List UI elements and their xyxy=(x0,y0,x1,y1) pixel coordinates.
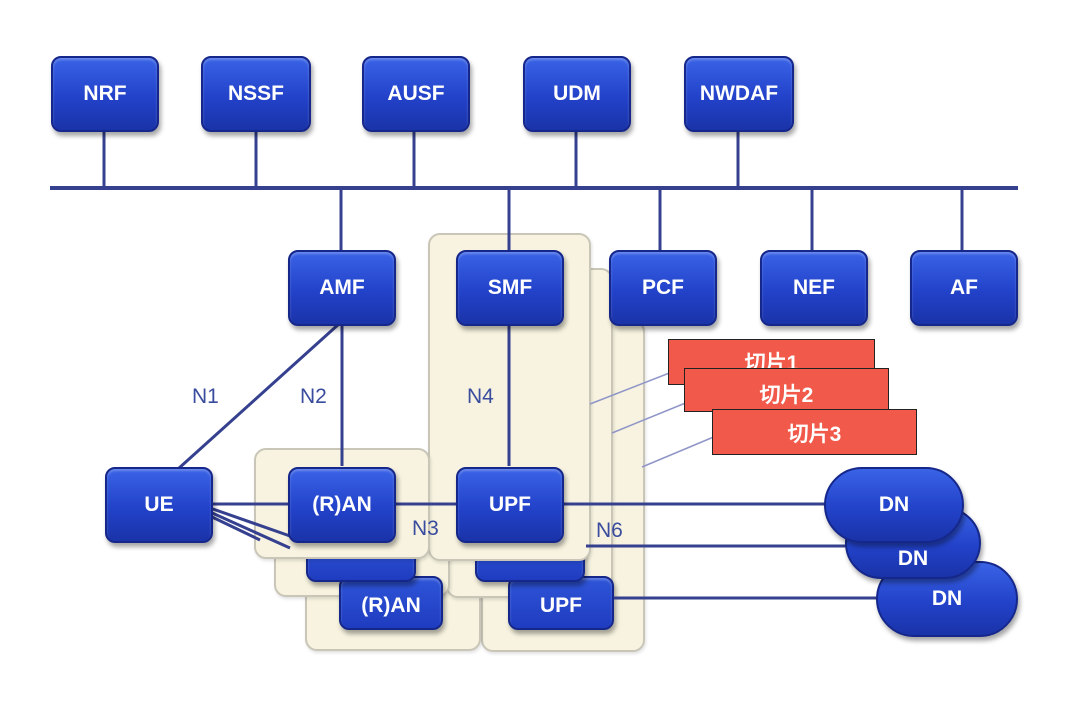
ran-node[interactable]: (R)AN xyxy=(288,467,396,543)
af-node[interactable]: AF xyxy=(910,250,1018,326)
dn-2-label: DN xyxy=(897,547,929,570)
nrf-node[interactable]: NRF xyxy=(51,56,159,132)
slice-label-3[interactable]: 切片3 xyxy=(712,409,917,455)
smf-node[interactable]: SMF xyxy=(456,250,564,326)
upf-node-slice-3-label: UPF xyxy=(540,594,582,617)
ue-node[interactable]: UE xyxy=(105,467,213,543)
af-label: AF xyxy=(950,276,978,299)
udm-node[interactable]: UDM xyxy=(523,56,631,132)
ue-ran-link-2 xyxy=(209,506,291,538)
slice-1-pointer xyxy=(589,371,673,405)
upf-node[interactable]: UPF xyxy=(456,467,564,543)
pcf-label: PCF xyxy=(642,276,684,299)
dn-1-label: DN xyxy=(878,493,910,516)
slice-2-pointer xyxy=(611,401,689,434)
ref-point-n6: N6 xyxy=(596,519,623,542)
slice-label-2[interactable]: 切片2 xyxy=(684,368,889,412)
nwdaf-label: NWDAF xyxy=(699,82,779,105)
ref-point-n3: N3 xyxy=(412,517,439,540)
nef-label: NEF xyxy=(793,276,835,299)
amf-node[interactable]: AMF xyxy=(288,250,396,326)
ref-point-n2: N2 xyxy=(300,385,327,408)
smf-label: SMF xyxy=(487,276,533,299)
ausf-label: AUSF xyxy=(387,82,445,105)
upf-label: UPF xyxy=(489,493,531,516)
ref-point-n1: N1 xyxy=(192,385,219,408)
ran-node-slice-3-label: (R)AN xyxy=(361,594,421,617)
nwdaf-node[interactable]: NWDAF xyxy=(684,56,794,132)
dn-3-label: DN xyxy=(931,587,963,610)
udm-label: UDM xyxy=(553,82,601,105)
nssf-label: NSSF xyxy=(227,82,284,105)
ran-node-slice-3[interactable]: (R)AN xyxy=(339,576,443,630)
dn-node-1[interactable]: DN xyxy=(824,467,964,543)
ue-ran-link-4 xyxy=(209,514,261,542)
pcf-node[interactable]: PCF xyxy=(609,250,717,326)
ue-ran-link-3 xyxy=(209,510,291,550)
ref-point-n4: N4 xyxy=(467,385,494,408)
n1-link xyxy=(166,321,342,480)
ausf-node[interactable]: AUSF xyxy=(362,56,470,132)
ue-label: UE xyxy=(144,493,174,516)
nrf-label: NRF xyxy=(83,82,127,105)
nssf-node[interactable]: NSSF xyxy=(201,56,311,132)
nef-node[interactable]: NEF xyxy=(760,250,868,326)
ran-label: (R)AN xyxy=(312,493,372,516)
amf-label: AMF xyxy=(319,276,365,299)
slice-3-pointer xyxy=(641,435,717,468)
